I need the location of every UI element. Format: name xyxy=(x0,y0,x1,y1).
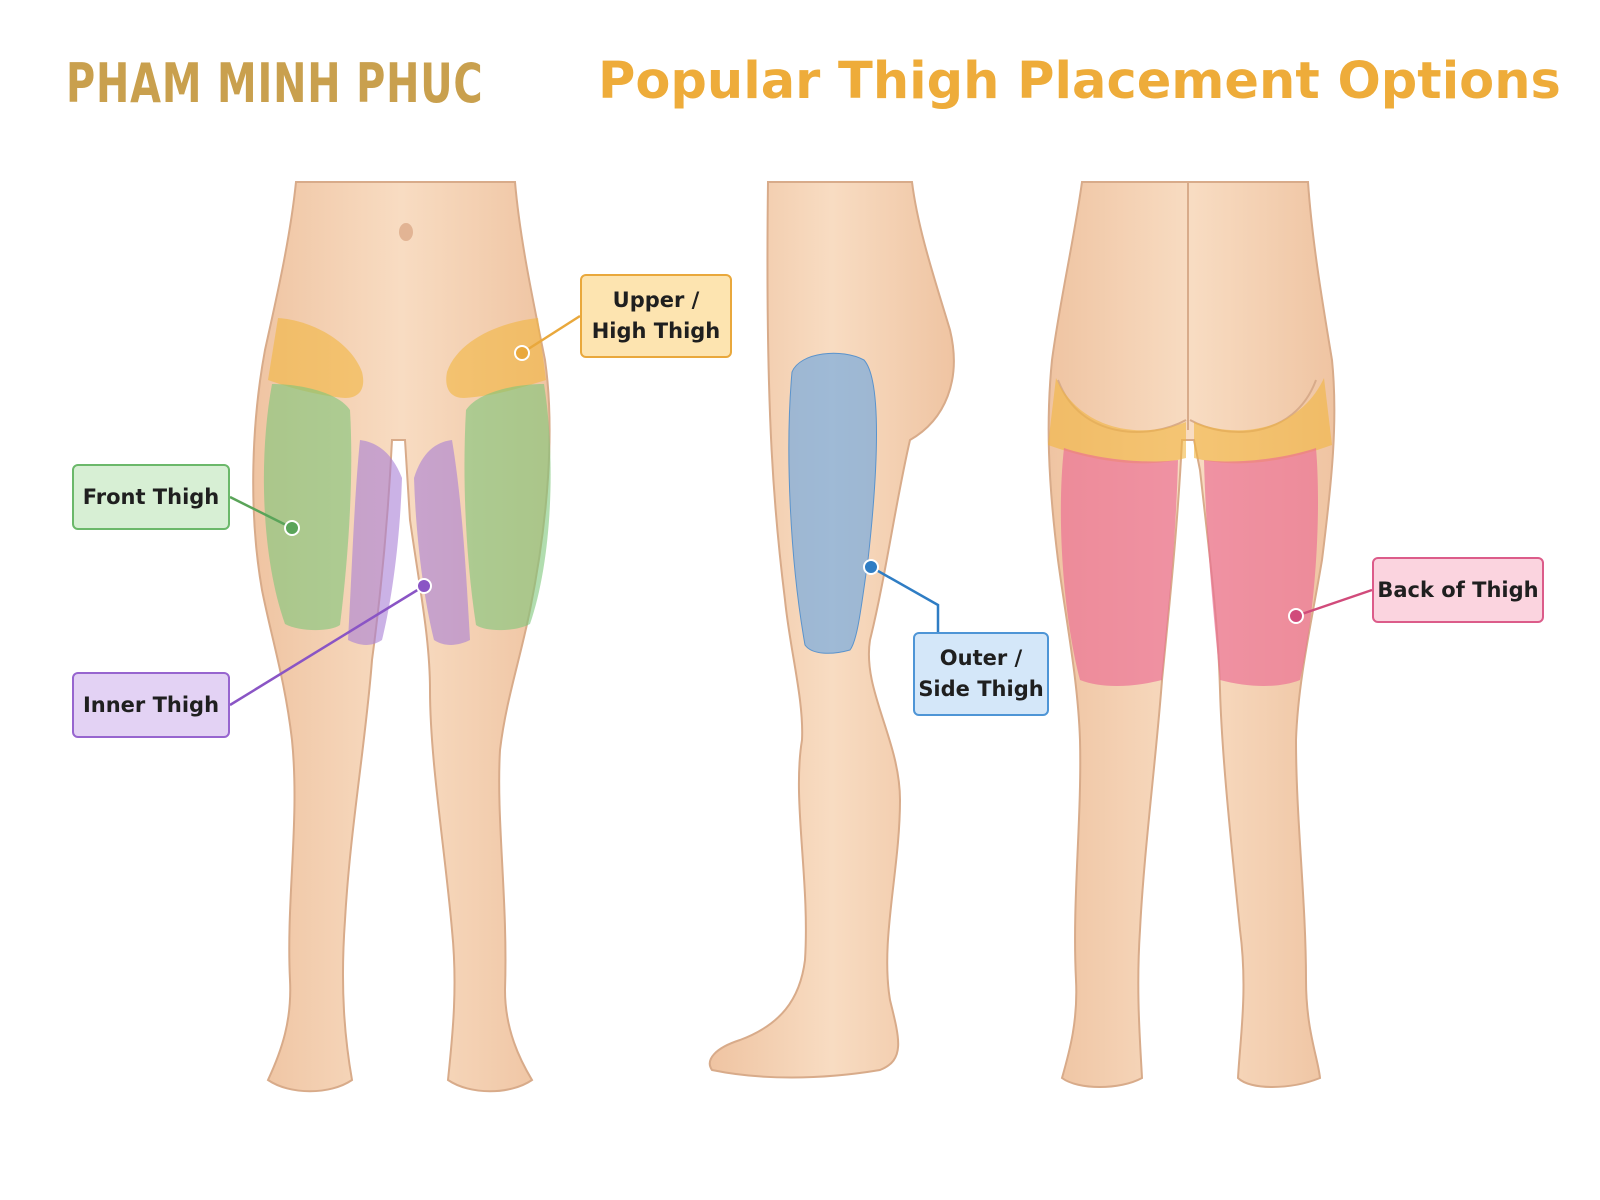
front-zone-upper-right xyxy=(446,318,546,398)
dot-inner xyxy=(416,578,432,594)
label-back-of-thigh: Back of Thigh xyxy=(1372,557,1544,623)
front-body xyxy=(252,181,551,1093)
page-title: Popular Thigh Placement Options xyxy=(598,52,1561,111)
back-zone-upper-left xyxy=(1048,378,1186,464)
callout-connectors xyxy=(229,314,1373,707)
front-zone-front-left xyxy=(263,384,352,631)
back-zone-back-left xyxy=(1060,448,1178,686)
front-zone-upper-left xyxy=(268,318,364,398)
connector-outer xyxy=(870,565,940,632)
connector-upper xyxy=(521,314,581,355)
label-inner-thigh: Inner Thigh xyxy=(72,672,230,738)
label-inner-text: Inner Thigh xyxy=(82,692,220,717)
dot-outer xyxy=(863,559,879,575)
brand-logo: PHAM MINH PHUC xyxy=(66,52,484,115)
dot-back xyxy=(1288,608,1304,624)
dot-front xyxy=(284,520,300,536)
label-front-thigh: Front Thigh xyxy=(72,464,230,530)
front-zone-front-right xyxy=(464,384,551,631)
front-zone-inner-left xyxy=(348,440,402,645)
label-upper-line1: Upper / xyxy=(612,288,700,312)
label-outer-side-thigh: Outer / Side Thigh xyxy=(913,632,1049,716)
label-outer-line2: Side Thigh xyxy=(918,677,1044,701)
front-zone-inner-right xyxy=(414,440,470,645)
label-upper-line2: High Thigh xyxy=(591,319,721,343)
back-zone-back-right xyxy=(1204,448,1319,686)
back-view-figure xyxy=(1047,181,1336,1088)
label-outer-line1: Outer / xyxy=(939,646,1023,670)
connector-back xyxy=(1295,588,1373,618)
connector-inner xyxy=(229,584,425,707)
front-view-figure xyxy=(252,181,551,1093)
side-zone-outer xyxy=(788,352,877,654)
back-zone-upper-right xyxy=(1194,378,1332,464)
side-view-figure xyxy=(708,181,955,1079)
connector-front xyxy=(229,495,293,530)
dot-upper xyxy=(514,345,530,361)
label-upper-high-thigh: Upper / High Thigh xyxy=(580,274,732,358)
label-back-text: Back of Thigh xyxy=(1377,577,1539,602)
label-front-text: Front Thigh xyxy=(82,484,220,509)
navel xyxy=(399,223,413,241)
